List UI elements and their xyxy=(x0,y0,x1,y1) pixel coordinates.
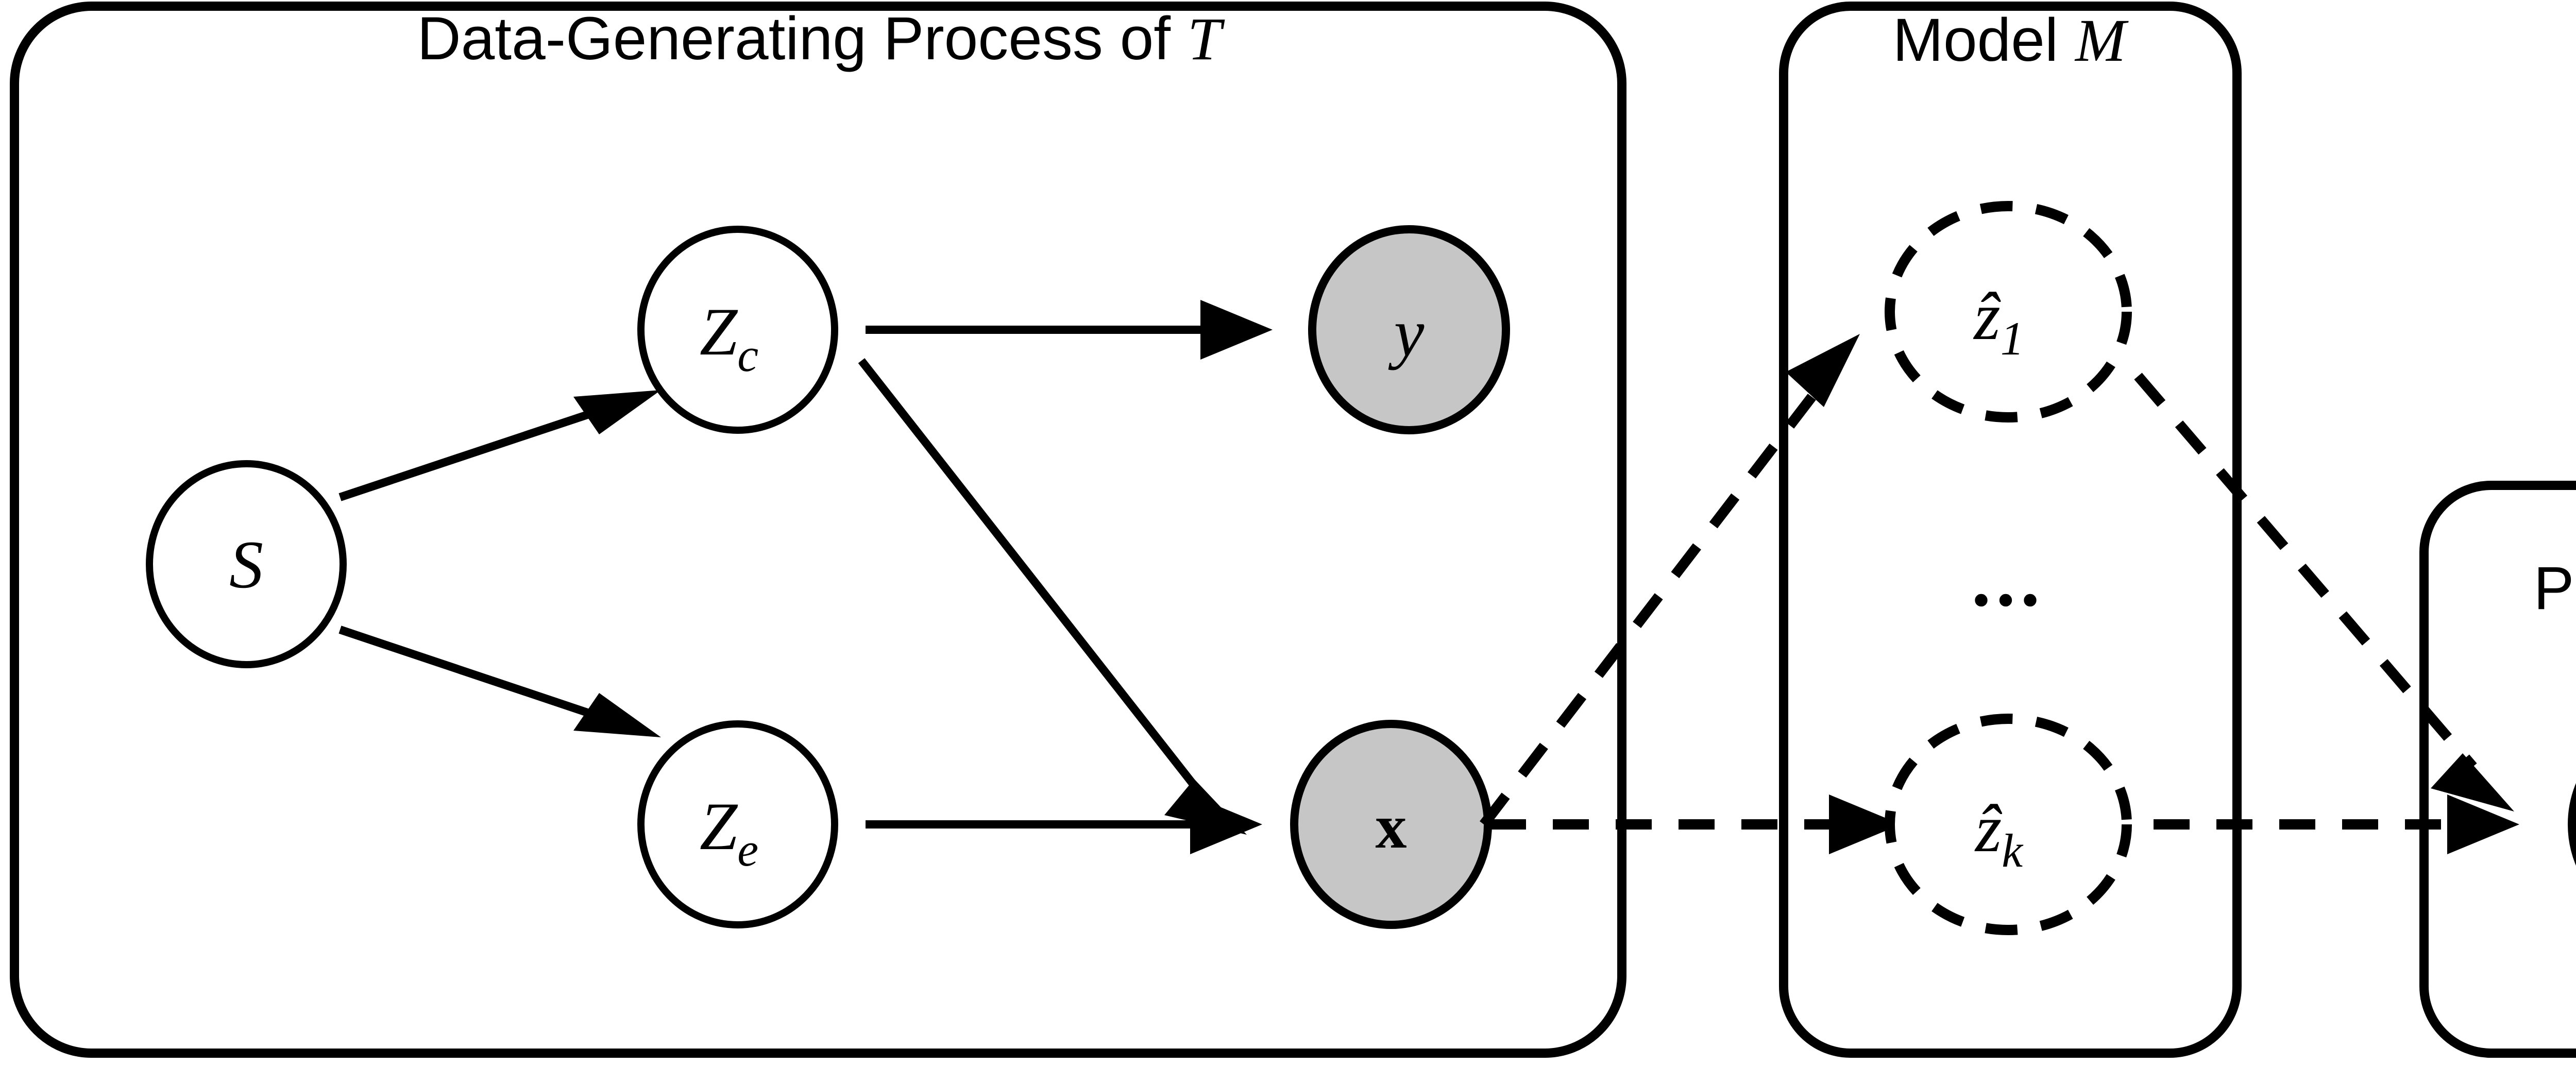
node-zc-label: Zc xyxy=(700,294,758,381)
node-ze[interactable]: Ze xyxy=(637,720,838,928)
node-zhatk[interactable]: ẑk xyxy=(1885,714,2132,935)
edge-zhat1-to-yhat xyxy=(2134,373,2514,812)
dgp-plate-border xyxy=(10,2,1626,1058)
node-s-label: S xyxy=(229,527,263,602)
edge-zhatk-to-yhat xyxy=(2154,794,2519,854)
node-y[interactable]: y xyxy=(1308,225,1510,434)
node-s[interactable]: S xyxy=(146,460,347,668)
edge-ze-to-x xyxy=(866,794,1262,854)
node-yhat[interactable]: ŷ xyxy=(2568,721,2576,927)
edge-zc-to-y xyxy=(866,300,1273,360)
edge-x-to-zhatk xyxy=(1490,794,1901,854)
plate-prediction: Prediction xyxy=(2419,481,2576,1058)
plate-model: Model M xyxy=(1779,2,2242,1058)
node-zhat1-label: ẑ1 xyxy=(1973,278,2024,365)
prediction-plate-border xyxy=(2419,481,2576,1058)
vertical-ellipsis: ... xyxy=(1972,537,2045,622)
node-zhat1[interactable]: ẑ1 xyxy=(1885,201,2132,422)
prediction-plate-title: Prediction xyxy=(2534,554,2576,622)
node-x[interactable]: x xyxy=(1290,720,1492,929)
node-x-label: x xyxy=(1376,792,1407,861)
edge-s-to-ze xyxy=(338,626,661,737)
dgp-plate-title: Data-Generating Process of T xyxy=(417,5,1225,73)
node-y-label: y xyxy=(1388,295,1425,370)
edge-x-to-zhat1 xyxy=(1480,334,1860,828)
model-plate-title: Model M xyxy=(1893,6,2129,74)
node-zhatk-label: ẑk xyxy=(1974,790,2024,877)
model-plate-border xyxy=(1779,2,2242,1058)
edge-zc-to-x xyxy=(858,358,1247,835)
node-zc[interactable]: Zc xyxy=(637,226,838,434)
edge-s-to-zc xyxy=(338,390,661,501)
plate-data-generating-process: Data-Generating Process of T xyxy=(10,2,1626,1058)
node-ze-label: Ze xyxy=(700,788,758,876)
